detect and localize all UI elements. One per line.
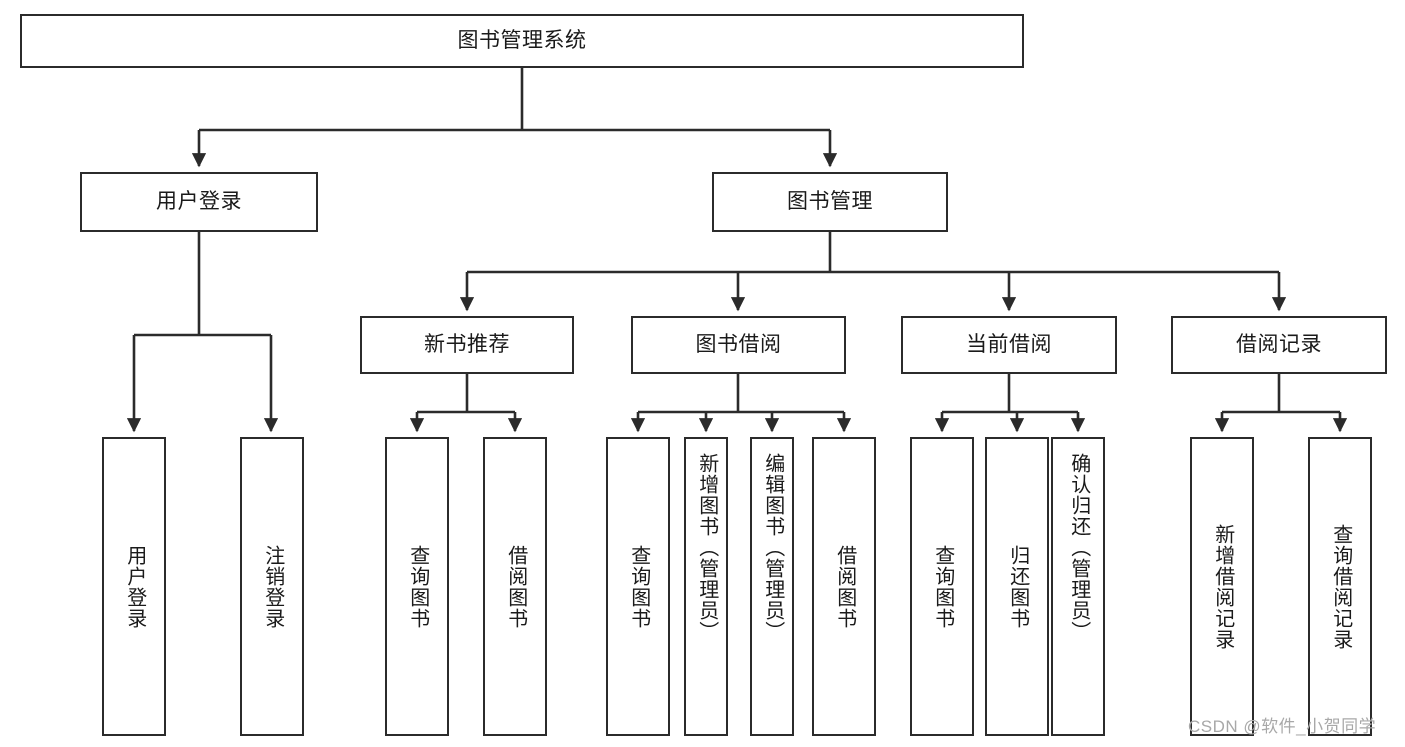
leaf-query-book-1[interactable]: 查询图书 xyxy=(385,437,449,736)
leaf-return-book-label: 归还图书 xyxy=(1006,544,1029,629)
leaf-user-logout[interactable]: 注销登录 xyxy=(240,437,304,736)
node-book-borrow-label: 图书借阅 xyxy=(695,332,782,356)
node-book-borrow[interactable]: 图书借阅 xyxy=(631,316,846,374)
node-new-book-rec[interactable]: 新书推荐 xyxy=(360,316,574,374)
leaf-confirm-return-label: 确认归还（管理员） xyxy=(1067,453,1090,642)
leaf-add-record[interactable]: 新增借阅记录 xyxy=(1190,437,1254,736)
leaf-return-book[interactable]: 归还图书 xyxy=(985,437,1049,736)
node-borrow-record[interactable]: 借阅记录 xyxy=(1171,316,1387,374)
leaf-confirm-return[interactable]: 确认归还（管理员） xyxy=(1051,437,1105,736)
leaf-query-record-label: 查询借阅记录 xyxy=(1329,523,1352,650)
leaf-query-book-1-label: 查询图书 xyxy=(406,544,429,629)
leaf-borrow-book-1-label: 借阅图书 xyxy=(504,544,527,629)
node-current-borrow-label: 当前借阅 xyxy=(966,332,1052,356)
leaf-user-logout-label: 注销登录 xyxy=(261,544,284,629)
leaf-query-book-2-label: 查询图书 xyxy=(627,544,650,629)
node-book-manage-label: 图书管理 xyxy=(787,189,873,213)
node-borrow-record-label: 借阅记录 xyxy=(1236,332,1322,356)
leaf-borrow-book-1[interactable]: 借阅图书 xyxy=(483,437,547,736)
node-root-label: 图书管理系统 xyxy=(457,28,587,52)
leaf-user-login-label: 用户登录 xyxy=(123,544,146,629)
leaf-query-book-3[interactable]: 查询图书 xyxy=(910,437,974,736)
node-root-system[interactable]: 图书管理系统 xyxy=(20,14,1024,68)
leaf-query-book-2[interactable]: 查询图书 xyxy=(606,437,670,736)
leaf-query-book-3-label: 查询图书 xyxy=(931,544,954,629)
leaf-add-record-label: 新增借阅记录 xyxy=(1211,523,1234,650)
leaf-query-record[interactable]: 查询借阅记录 xyxy=(1308,437,1372,736)
leaf-edit-book-label: 编辑图书（管理员） xyxy=(761,453,784,642)
node-book-manage[interactable]: 图书管理 xyxy=(712,172,948,232)
node-new-book-rec-label: 新书推荐 xyxy=(424,332,510,356)
leaf-add-book-label: 新增图书（管理员） xyxy=(695,453,718,642)
leaf-add-book[interactable]: 新增图书（管理员） xyxy=(684,437,728,736)
node-user-login[interactable]: 用户登录 xyxy=(80,172,318,232)
node-user-login-label: 用户登录 xyxy=(156,189,242,213)
node-current-borrow[interactable]: 当前借阅 xyxy=(901,316,1117,374)
leaf-edit-book[interactable]: 编辑图书（管理员） xyxy=(750,437,794,736)
leaf-borrow-book-2[interactable]: 借阅图书 xyxy=(812,437,876,736)
leaf-borrow-book-2-label: 借阅图书 xyxy=(833,544,856,629)
leaf-user-login[interactable]: 用户登录 xyxy=(102,437,166,736)
